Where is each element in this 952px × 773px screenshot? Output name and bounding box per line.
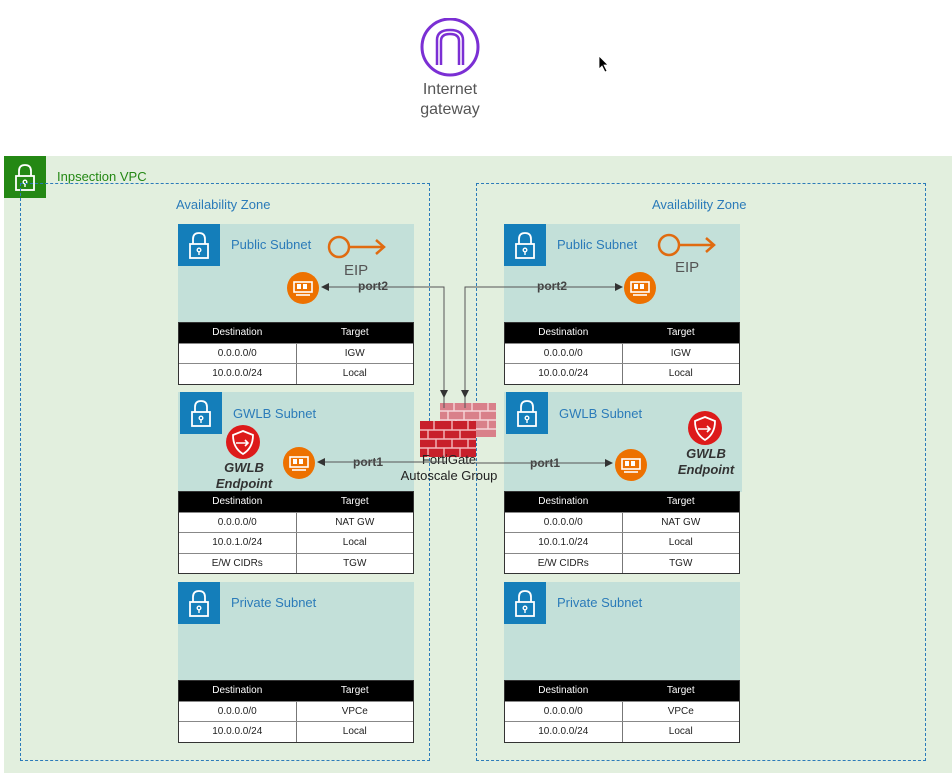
network-interface-icon	[624, 272, 656, 304]
subnet-lock-icon	[178, 582, 220, 624]
availability-zone-2-label: Availability Zone	[652, 197, 747, 212]
eip-label: EIP	[675, 259, 700, 276]
eip-label: EIP	[344, 262, 369, 279]
subnet-lock-icon	[506, 392, 548, 434]
subnet-lock-icon	[504, 582, 546, 624]
private-subnet-1-label: Private Subnet	[231, 595, 317, 610]
port2-label: port2	[358, 279, 388, 293]
network-interface-icon	[287, 272, 319, 304]
availability-zone-1	[20, 183, 430, 761]
gwlb-subnet-1-label: GWLB Subnet	[233, 406, 317, 421]
network-interface-icon	[615, 449, 647, 481]
elastic-ip-icon	[657, 233, 716, 257]
elastic-ip-icon	[327, 235, 386, 259]
network-interface-icon	[283, 447, 315, 479]
public-subnet-1-label: Public Subnet	[231, 237, 312, 252]
subnet-lock-icon	[180, 392, 222, 434]
availability-zone-2	[476, 183, 926, 761]
vpc-label: Inpsection VPC	[57, 169, 147, 184]
subnet-lock-icon	[504, 224, 546, 266]
port2-label: port2	[537, 279, 567, 293]
inspection-vpc	[4, 156, 952, 773]
vpc-lock-icon	[4, 156, 46, 198]
gwlb-endpoint-icon	[688, 411, 722, 445]
subnet-lock-icon	[178, 224, 220, 266]
gwlb-subnet-2-label: GWLB Subnet	[559, 406, 643, 421]
fortigate-label: FortiGate Autoscale Group	[400, 452, 498, 483]
firewall-brick-icon	[420, 403, 496, 457]
availability-zone-1-label: Availability Zone	[176, 197, 271, 212]
mouse-cursor-icon	[598, 55, 609, 73]
internet-gateway-label: Internet gateway	[420, 81, 480, 118]
internet-gateway-icon	[420, 18, 480, 77]
link-port2-left	[321, 283, 445, 408]
link-port2-right	[464, 283, 623, 408]
public-subnet-2-label: Public Subnet	[557, 237, 638, 252]
private-subnet-2-label: Private Subnet	[557, 595, 643, 610]
gwlb-endpoint-icon	[226, 425, 260, 459]
